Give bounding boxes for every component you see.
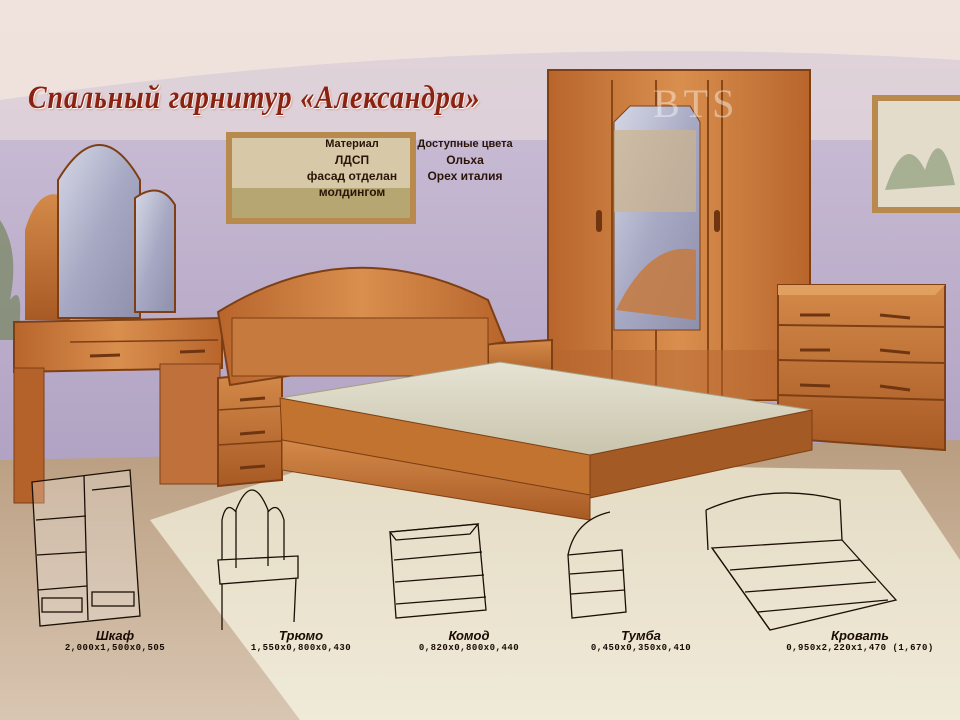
spec-colors-heading: Доступные цвета: [417, 138, 513, 150]
bed-photo: [216, 266, 813, 521]
spec-material-line: фасад отделан: [306, 169, 398, 183]
spec-material-line: молдингом: [318, 185, 386, 199]
item-label-bed: Кровать 0,950x2,220x1,470 (1,670): [770, 628, 950, 653]
wall-picture-left: [226, 132, 416, 224]
wall-picture-right: [872, 95, 960, 213]
spec-color-line: Орех италия: [427, 169, 503, 183]
rug: [150, 460, 960, 720]
bed-drawing: [705, 492, 898, 631]
chest-drawing: [388, 523, 487, 619]
chest-of-drawers-photo: [777, 284, 946, 452]
item-name: Трюмо: [278, 628, 324, 643]
item-name: Кровать: [830, 628, 890, 643]
item-dims: 0,950x2,220x1,470 (1,670): [786, 643, 934, 653]
dressing-table-photo: [13, 144, 223, 504]
item-dims: 0,450x0,350x0,410: [590, 643, 692, 653]
nightstand-drawing: [567, 511, 627, 619]
item-dims: 2,000x1,500x0,505: [64, 643, 166, 653]
nightstand-left-photo: [217, 370, 283, 488]
item-label-nightstand: Тумба 0,450x0,350x0,410: [576, 628, 706, 653]
item-name: Комод: [448, 628, 490, 643]
dressing-table-drawing: [217, 489, 299, 630]
page-title: Спальный гарнитур «Александра»: [28, 80, 481, 116]
item-name: Шкаф: [95, 628, 135, 643]
spec-material-line: ЛДСП: [334, 153, 370, 167]
item-dims: 0,820x0,800x0,440: [418, 643, 520, 653]
spec-material: Материал ЛДСП фасад отделан молдингом: [296, 136, 408, 200]
item-name: Тумба: [621, 628, 661, 643]
item-dims: 1,550x0,800x0,430: [250, 643, 352, 653]
item-label-dressing-table: Трюмо 1,550x0,800x0,430: [236, 628, 366, 653]
item-label-wardrobe: Шкаф 2,000x1,500x0,505: [50, 628, 180, 653]
item-label-chest: Комод 0,820x0,800x0,440: [404, 628, 534, 653]
plant: [0, 220, 21, 340]
spec-colors: Доступные цвета Ольха Орех италия: [410, 136, 520, 184]
spec-color-line: Ольха: [446, 153, 484, 167]
spec-material-heading: Материал: [325, 138, 379, 150]
wardrobe-drawing: [31, 469, 141, 627]
watermark: BTS: [653, 81, 739, 126]
wardrobe-photo: [547, 69, 811, 401]
